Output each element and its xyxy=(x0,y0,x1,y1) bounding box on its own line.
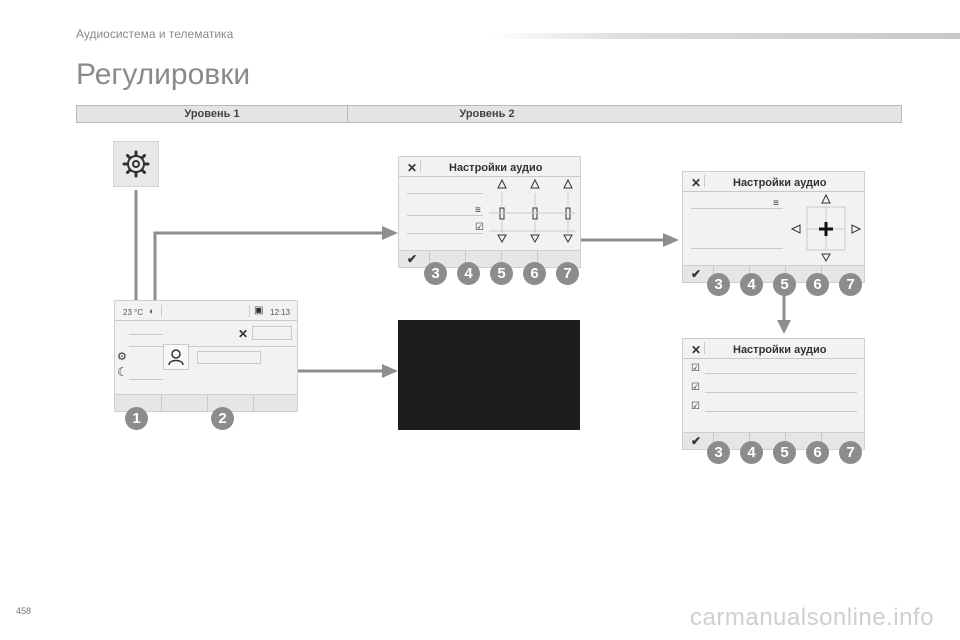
temperature-readout: 23 °C xyxy=(123,308,144,317)
audio-settings-equalizer-screen: ✕ Настройки аудио ≡ ☑ ✔ xyxy=(398,156,581,268)
callout-4: 4 xyxy=(740,441,763,464)
check-icon[interactable]: ✔ xyxy=(407,252,418,266)
edit-icon[interactable]: ☑ xyxy=(691,363,700,374)
user-icon xyxy=(168,349,184,366)
list-icon[interactable]: ≡ xyxy=(475,205,481,216)
title-line xyxy=(683,358,864,359)
check-icon[interactable]: ✔ xyxy=(691,267,702,281)
audio-settings-title: Настройки аудио xyxy=(449,162,543,174)
edit-icon[interactable]: ☑ xyxy=(691,382,700,393)
audio-screen-1-footer: ✔ xyxy=(399,250,580,268)
callout-6: 6 xyxy=(523,262,546,285)
status-divider xyxy=(161,305,162,317)
callout-3: 3 xyxy=(707,441,730,464)
title-line xyxy=(399,176,580,177)
display-off-screen xyxy=(398,320,580,430)
gear-icon xyxy=(122,150,150,178)
status-divider-right xyxy=(249,305,250,317)
close-icon[interactable]: ✕ xyxy=(691,343,702,357)
plus-icon xyxy=(819,222,833,236)
title-divider xyxy=(704,175,705,187)
row-line-1 xyxy=(691,208,783,209)
callout-6: 6 xyxy=(806,441,829,464)
footer-divider-2 xyxy=(465,251,466,268)
section-header: Аудиосистема и телематика xyxy=(76,27,234,41)
row-line-1 xyxy=(407,193,483,194)
clock-readout: 12:13 xyxy=(270,308,291,317)
page-title: Регулировки xyxy=(76,58,251,91)
row-line-2 xyxy=(407,215,483,216)
callout-1: 1 xyxy=(125,407,148,430)
callout-5: 5 xyxy=(773,441,796,464)
option-line-1 xyxy=(705,373,857,374)
title-divider xyxy=(420,160,421,172)
callout-4: 4 xyxy=(457,262,480,285)
check-icon[interactable]: ✔ xyxy=(691,434,702,448)
phone-icon: ▣ xyxy=(254,305,264,316)
page-number: 458 xyxy=(16,606,32,616)
audio-settings-title: Настройки аудио xyxy=(733,344,827,356)
header-rule xyxy=(490,33,960,39)
settings-tile[interactable] xyxy=(113,141,159,187)
footer-divider-2 xyxy=(207,395,208,412)
watermark: carmanualsonline.info xyxy=(690,604,934,631)
option-line-3 xyxy=(705,411,857,412)
title-line xyxy=(683,191,864,192)
audio-settings-balance-screen: ✕ Настройки аудио ≡ ✔ xyxy=(682,171,865,283)
audio-settings-title: Настройки аудио xyxy=(733,177,827,189)
status-line xyxy=(115,320,297,321)
row-line-3 xyxy=(129,379,163,380)
close-icon[interactable]: ✕ xyxy=(407,161,418,175)
row-line-3 xyxy=(407,233,483,234)
callout-5: 5 xyxy=(773,273,796,296)
row-line-2 xyxy=(691,248,783,249)
level-1-label: Уровень 1 xyxy=(184,108,240,120)
settings-gear-small-icon[interactable]: ⚙ xyxy=(117,351,127,363)
callout-6: 6 xyxy=(806,273,829,296)
footer-divider-1 xyxy=(161,395,162,412)
row-line-1 xyxy=(129,334,163,335)
callout-3: 3 xyxy=(707,273,730,296)
field-box-top xyxy=(252,326,292,340)
callout-7: 7 xyxy=(839,441,862,464)
main-screen: 23 °C ◐ ▣ 12:13 ✕ ⚙ ☾ xyxy=(114,300,298,412)
callout-7: 7 xyxy=(556,262,579,285)
level-bar: Уровень 1 Уровень 2 xyxy=(76,105,902,123)
level-divider xyxy=(347,106,348,122)
footer-divider-4 xyxy=(537,251,538,268)
moon-icon[interactable]: ☾ xyxy=(117,365,128,379)
equalizer-sliders[interactable] xyxy=(487,177,577,247)
balance-fader-control[interactable] xyxy=(788,192,864,264)
level-2-label: Уровень 2 xyxy=(459,108,515,120)
edit-icon[interactable]: ☑ xyxy=(475,222,484,233)
option-line-2 xyxy=(705,392,857,393)
title-divider xyxy=(704,342,705,354)
edit-icon[interactable]: ☑ xyxy=(691,401,700,412)
field-box-middle xyxy=(197,351,261,364)
footer-divider-3 xyxy=(501,251,502,268)
main-screen-footer xyxy=(115,394,297,412)
footer-divider-3 xyxy=(253,395,254,412)
radio-icon: ◐ xyxy=(149,306,155,316)
close-icon[interactable]: ✕ xyxy=(238,327,249,341)
row-line-2 xyxy=(129,346,297,347)
audio-settings-options-screen: ✕ Настройки аудио ☑ ☑ ☑ ✔ xyxy=(682,338,865,450)
close-icon[interactable]: ✕ xyxy=(691,176,702,190)
list-icon[interactable]: ≡ xyxy=(773,198,779,209)
callout-3: 3 xyxy=(424,262,447,285)
callout-4: 4 xyxy=(740,273,763,296)
callout-2: 2 xyxy=(211,407,234,430)
callout-7: 7 xyxy=(839,273,862,296)
callout-5: 5 xyxy=(490,262,513,285)
footer-divider-1 xyxy=(429,251,430,268)
profile-tab[interactable] xyxy=(163,344,189,370)
